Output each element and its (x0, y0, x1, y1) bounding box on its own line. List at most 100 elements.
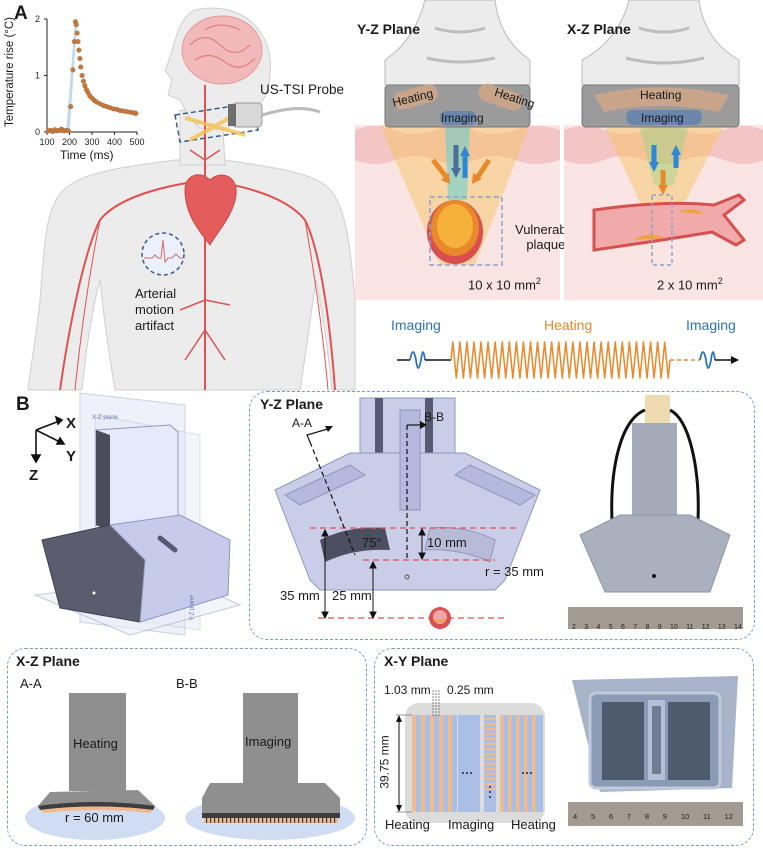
data-point (78, 64, 84, 70)
heating-element-right (478, 83, 523, 111)
imaging-element-row (484, 773, 496, 776)
ruler-tick: 12 (701, 624, 710, 631)
kerf (294, 818, 296, 823)
chart-ylabel: Temperature rise (°C) (4, 16, 16, 128)
ruler-bottom-ticks: 4 5 6 7 8 9 10 11 12 (573, 812, 733, 821)
plaque-label: Vulnerable plaque (515, 222, 577, 252)
spacer-strip (519, 715, 524, 812)
kerf (314, 818, 316, 823)
probe-housing (384, 0, 531, 86)
a-xz-area: 2 x 10 mm2 (657, 276, 723, 292)
ruler-tick: 8 (644, 812, 650, 821)
ruler-tick: 8 (645, 624, 650, 631)
body-silhouette (27, 159, 356, 391)
human-body-illustration (27, 7, 356, 391)
section-bb-label: B-B (424, 410, 445, 424)
panel-b-letter: B (16, 394, 30, 415)
axis-x-label: X (66, 415, 77, 432)
imaging-element-row (484, 733, 496, 736)
ecg-circle (141, 232, 185, 276)
spacer-strip (535, 715, 540, 812)
pitch-0-25: 0.25 mm (447, 683, 494, 697)
ruler-tick: 6 (621, 624, 625, 631)
imaging-stem (243, 693, 298, 783)
kerf (330, 818, 332, 823)
ruler-tick: 13 (717, 624, 726, 631)
kerf (210, 818, 212, 823)
data-point (133, 110, 139, 116)
heating-element-strip (439, 715, 443, 812)
heating-stem (69, 693, 126, 791)
yz-section-box (249, 391, 755, 640)
ruler-tick: 9 (657, 624, 662, 631)
brain (181, 15, 263, 85)
kerf (274, 818, 276, 823)
ruler-top-ticks: 2 3 4 5 6 7 8 9 10 11 12 13 14 (572, 624, 742, 631)
probe-body (231, 102, 263, 128)
kerf (214, 818, 216, 823)
kerf (266, 818, 268, 823)
ellipsis-dot (489, 786, 491, 788)
pulse-sequence (397, 341, 739, 379)
probe-photo (568, 395, 743, 629)
probe-focus-box (174, 102, 259, 143)
arrow-down (396, 805, 402, 812)
spacer-strip (416, 715, 421, 812)
imaging-element-row (484, 768, 496, 771)
x-tick-label: 200 (62, 137, 77, 147)
kerf (246, 818, 248, 823)
ruler-bottom (568, 802, 743, 826)
kerf (302, 818, 304, 823)
ruler-tick: 14 (734, 624, 742, 631)
imaging-pulse-right (699, 351, 716, 369)
spacer-strip (443, 715, 448, 812)
imaging-element-row (484, 718, 496, 721)
kerf (234, 818, 236, 823)
data-point (70, 67, 76, 73)
artery-longitudinal (592, 193, 747, 252)
xz-radius-label: r = 60 mm (65, 810, 124, 825)
cad-base-light (108, 514, 231, 623)
ruler-tick: 10 (670, 624, 678, 631)
a-xz-heating: Heating (640, 88, 682, 102)
spacer-strip (434, 715, 439, 812)
ruler-tick: 4 (596, 624, 601, 631)
seq-imaging-left: Imaging (391, 317, 441, 333)
y-tick-label: 0 (35, 127, 40, 137)
kerf (286, 818, 288, 823)
imaging-element-row (484, 738, 496, 741)
artifact-label: Arterial motion artifact (135, 286, 176, 334)
y-tick-label: 1 (35, 71, 40, 81)
ruler-tick: 12 (724, 812, 733, 821)
ellipsis-dot (522, 772, 524, 774)
data-point (77, 56, 83, 62)
kerf (262, 818, 264, 823)
b-xy-title: X-Y Plane (384, 653, 449, 669)
a-yz-title: Y-Z Plane (357, 21, 421, 37)
ellipsis-dot (530, 772, 532, 774)
yz-plane-diagram (355, 0, 560, 300)
xz-plane-diagram (564, 0, 763, 300)
imaging-element-row (484, 758, 496, 761)
imaging-base (202, 783, 340, 813)
heating-element-strip (421, 715, 425, 812)
kerf (310, 818, 312, 823)
heating-element-strip (430, 715, 434, 812)
imaging-element-row (484, 743, 496, 746)
kerf (226, 818, 228, 823)
heating-element-strip (516, 715, 520, 812)
a-xz-area-text: 2 x 10 mm (657, 277, 718, 293)
xz-bb-label: B-B (176, 676, 198, 691)
ruler-tick: 5 (590, 812, 596, 821)
x-tick-label: 400 (107, 137, 122, 147)
a-yz-imaging: Imaging (441, 111, 484, 125)
imaging-element-row (484, 748, 496, 751)
cad-plane-label-xz: X-Z plane (92, 415, 119, 421)
ruler-tick: 10 (680, 812, 690, 821)
spacer-strip (452, 715, 457, 812)
artifact-line-1: Arterial (135, 286, 177, 301)
ruler-tick: 2 (572, 624, 576, 631)
ruler-tick: 5 (608, 624, 613, 631)
kerf (278, 818, 280, 823)
